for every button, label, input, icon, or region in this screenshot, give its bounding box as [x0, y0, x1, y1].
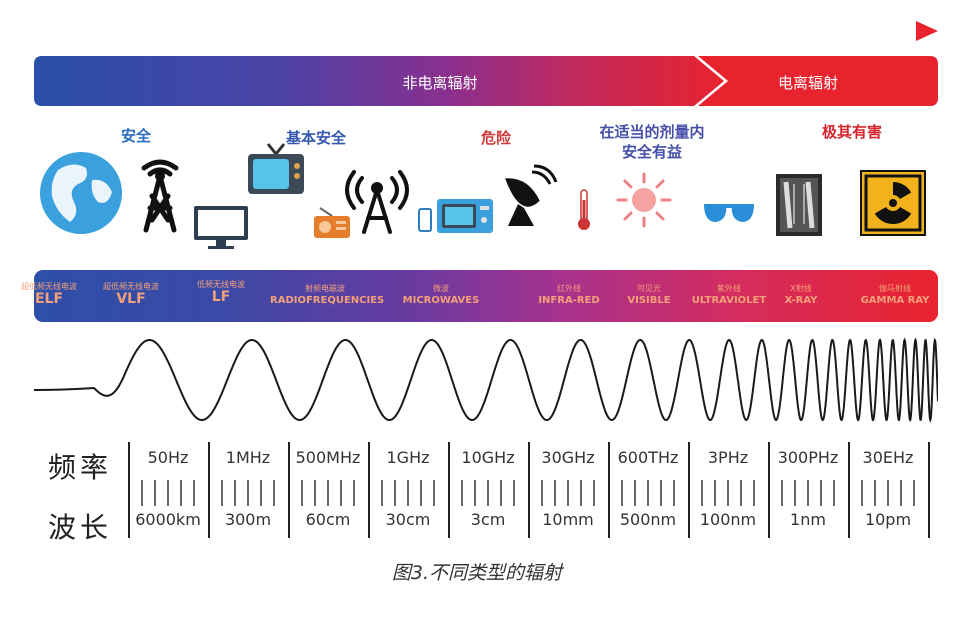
scale-ticks [861, 480, 915, 506]
non-ionizing-label: 非电离辐射 [402, 74, 478, 92]
wavelength-value: 6000km [135, 510, 201, 529]
column-separator [448, 442, 450, 538]
frequency-value: 600THz [617, 448, 679, 467]
column-separator [848, 442, 850, 538]
scale-ticks [301, 480, 355, 506]
column-separator [768, 442, 770, 538]
danger-label: 危险 [480, 129, 511, 147]
frequency-value: 50Hz [147, 448, 189, 467]
wavelength-value: 100nm [699, 510, 757, 529]
frequency-value: 3PHz [707, 448, 749, 467]
thermometer-icon [576, 188, 592, 232]
frequency-value: 30EHz [862, 448, 914, 467]
radiation-sign-icon [860, 170, 926, 236]
proper-dose-line2: 安全有益 [621, 143, 682, 161]
wavelength-value: 10pm [864, 510, 912, 529]
phone-icon [418, 208, 432, 232]
wavelength-value: 30cm [385, 510, 431, 529]
column-separator [608, 442, 610, 538]
radio-icon [312, 206, 352, 240]
transmission-tower-icon [132, 158, 188, 234]
spectrum-bar [34, 270, 938, 322]
safe-label: 安全 [120, 127, 151, 145]
monitor-icon [192, 204, 250, 250]
frequency-value: 30GHz [541, 448, 595, 467]
scale-ticks [381, 480, 435, 506]
microwave-oven-icon [436, 198, 494, 234]
scale-ticks [221, 480, 275, 506]
frequency-value: 500MHz [295, 448, 361, 467]
sunglasses-icon [702, 200, 756, 226]
radiation-type-banner [34, 56, 938, 106]
xray-film-icon [776, 174, 822, 236]
ionizing-label: 电离辐射 [777, 74, 838, 92]
column-separator [928, 442, 930, 538]
frequency-value: 1GHz [386, 448, 430, 467]
figure-caption: 图3.不同类型的辐射 [391, 562, 563, 584]
column-separator [208, 442, 210, 538]
very-harmful-label: 极其有害 [821, 123, 882, 141]
globe-icon [38, 150, 124, 236]
frequency-row-label: 频率 [48, 451, 113, 484]
scale-ticks [781, 480, 835, 506]
frequency-value: 300PHz [777, 448, 839, 467]
sun-icon [616, 172, 672, 228]
direction-arrow [34, 21, 938, 41]
scale-ticks [541, 480, 595, 506]
wavelength-value: 1nm [790, 510, 826, 529]
wavelength-value: 10mm [542, 510, 594, 529]
television-icon [246, 142, 306, 200]
proper-dose-line1: 在适当的剂量内 [599, 123, 705, 141]
wavelength-value: 60cm [305, 510, 351, 529]
proper-dose-label: 在适当的剂量内 安全有益 [572, 122, 732, 162]
scale-ticks [141, 480, 195, 506]
column-separator [528, 442, 530, 538]
column-separator [128, 442, 130, 538]
basic-safe-label: 基本安全 [285, 129, 346, 147]
wavelength-value: 3cm [470, 510, 506, 529]
column-separator [288, 442, 290, 538]
scale-ticks [621, 480, 675, 506]
scale-ticks [461, 480, 515, 506]
frequency-value: 10GHz [461, 448, 515, 467]
column-separator [368, 442, 370, 538]
satellite-dish-icon [494, 164, 558, 228]
wavelength-value: 500nm [619, 510, 677, 529]
scale-ticks [701, 480, 755, 506]
wave-illustration [34, 337, 938, 424]
column-separator [688, 442, 690, 538]
frequency-value: 1MHz [225, 448, 271, 467]
antenna-icon [342, 170, 412, 236]
wavelength-value: 300m [224, 510, 272, 529]
wavelength-row-label: 波长 [48, 511, 113, 544]
